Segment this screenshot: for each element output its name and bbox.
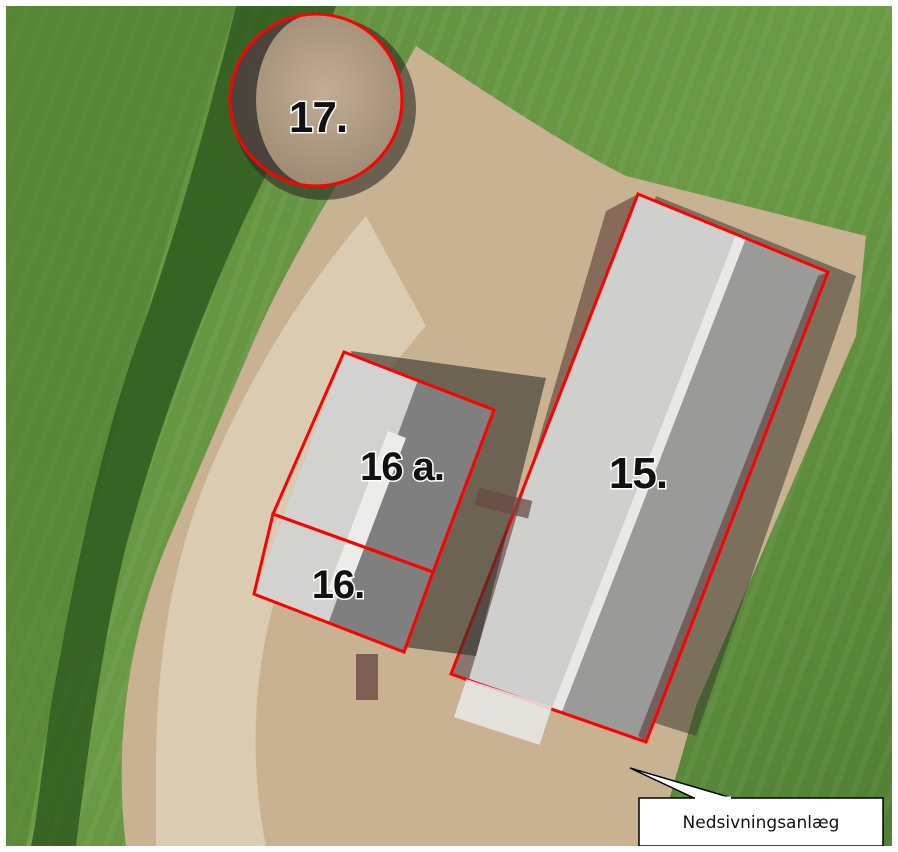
building-16-outline <box>252 512 435 654</box>
aerial-map: 17. 16 a. 16. 15. Nedsivningsanlæg <box>6 6 892 846</box>
building-16-group <box>252 350 496 654</box>
tank-17-outline <box>228 12 404 188</box>
label-16a: 16 a. <box>360 445 444 489</box>
callout: Nedsivningsanlæg <box>629 767 884 846</box>
outbuilding-small <box>356 654 378 700</box>
tank-17 <box>228 12 416 200</box>
label-17: 17. <box>289 93 347 142</box>
outbuilding <box>454 679 552 745</box>
left-field <box>6 6 236 846</box>
callout-label: Nedsivningsanlæg <box>683 813 840 833</box>
corridor <box>474 487 533 519</box>
label-15: 15. <box>609 449 667 498</box>
label-16: 16. <box>312 563 365 607</box>
hedgerow <box>31 6 336 846</box>
callout-box <box>638 797 884 846</box>
